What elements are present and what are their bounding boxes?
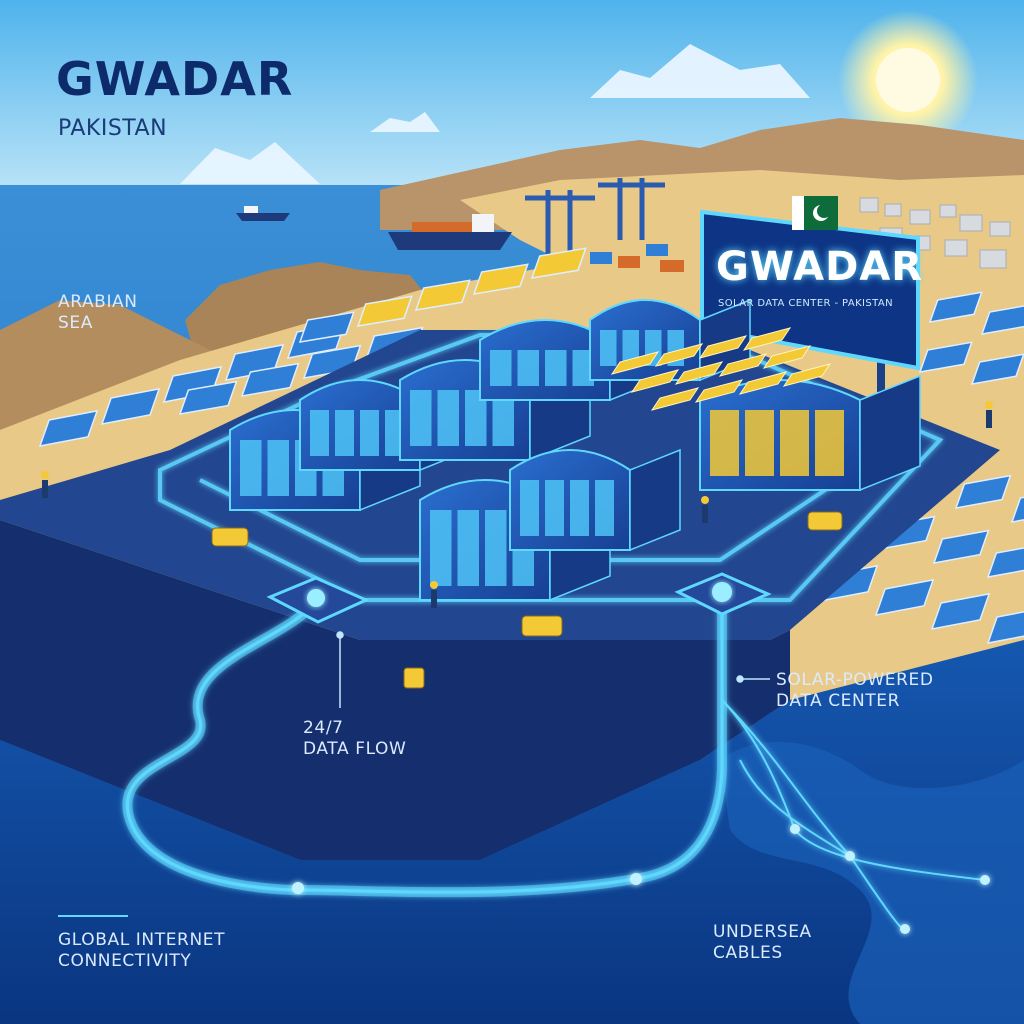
label-undersea-cables: UNDERSEA CABLES bbox=[713, 922, 812, 964]
sign-board bbox=[700, 209, 920, 392]
solar-panel-icon bbox=[356, 295, 413, 327]
label-global-connectivity: GLOBAL INTERNET CONNECTIVITY bbox=[58, 930, 225, 972]
label-rule bbox=[58, 915, 128, 917]
cloud-right bbox=[370, 44, 810, 132]
cargo-ship-icon bbox=[388, 214, 512, 250]
solar-panel-icon bbox=[240, 362, 300, 397]
label-line: GLOBAL INTERNET bbox=[58, 930, 226, 950]
containers bbox=[590, 244, 684, 272]
fiber-node-icon-right bbox=[674, 572, 772, 616]
solar-panel-icon bbox=[930, 592, 991, 630]
label-line: UNDERSEA bbox=[713, 922, 812, 942]
globe-landmass bbox=[720, 741, 1024, 1024]
page-subtitle: PAKISTAN bbox=[58, 116, 168, 141]
worker-icon bbox=[41, 401, 993, 608]
label-line: 24/7 bbox=[303, 718, 344, 738]
deep-sea bbox=[0, 640, 1024, 1024]
solar-panel-icon bbox=[980, 305, 1024, 335]
sign-subtitle: SOLAR DATA CENTER - PAKISTAN bbox=[718, 298, 893, 309]
solar-panel-icon bbox=[986, 547, 1024, 578]
label-line: DATA CENTER bbox=[776, 691, 901, 711]
fiber-node-icon bbox=[266, 576, 370, 624]
solar-panel-icon bbox=[38, 409, 99, 447]
sign-title: GWADAR bbox=[716, 244, 924, 290]
data-center-building bbox=[509, 448, 681, 552]
label-line: CONNECTIVITY bbox=[58, 951, 192, 971]
solar-panel-icon bbox=[932, 529, 990, 564]
sun-icon bbox=[838, 10, 978, 150]
platform-side bbox=[0, 520, 790, 860]
label-line: ARABIAN bbox=[58, 292, 138, 312]
solar-panel-icon bbox=[472, 263, 529, 295]
label-line: SEA bbox=[58, 313, 93, 333]
label-pointers bbox=[336, 631, 770, 708]
data-center-buildings bbox=[229, 298, 921, 602]
label-arabian-sea: ARABIAN SEA bbox=[58, 292, 138, 334]
solar-panel-icon bbox=[874, 578, 935, 616]
vehicle-icon bbox=[211, 511, 843, 689]
page-title: GWADAR bbox=[56, 52, 294, 106]
label-line: SOLAR-POWERED bbox=[776, 670, 934, 690]
pakistan-flag-icon bbox=[792, 196, 838, 230]
label-solar-powered: SOLAR-POWERED DATA CENTER bbox=[776, 670, 934, 712]
solar-panel-icon bbox=[178, 380, 238, 415]
cable-nodes bbox=[292, 824, 990, 934]
label-line: CABLES bbox=[713, 943, 783, 963]
solar-panel-icon bbox=[298, 311, 355, 343]
solar-panel-icon bbox=[100, 387, 161, 425]
data-center-building bbox=[699, 374, 921, 492]
solar-panel-icon bbox=[414, 279, 471, 311]
cloud-left bbox=[180, 142, 320, 184]
solar-panel-icon bbox=[986, 611, 1024, 644]
small-ship-icon bbox=[236, 206, 290, 221]
solar-panel-icon bbox=[530, 247, 587, 279]
cliff bbox=[185, 262, 430, 360]
rooftop-solar-array bbox=[610, 327, 832, 411]
label-data-flow: 24/7 DATA FLOW bbox=[303, 718, 406, 760]
solar-panel-icon bbox=[1010, 496, 1024, 523]
solar-panel-icon bbox=[918, 341, 973, 373]
crane-icon bbox=[525, 178, 665, 255]
solar-panel-icon bbox=[928, 291, 983, 323]
label-line: DATA FLOW bbox=[303, 739, 407, 759]
solar-panel-icon bbox=[954, 474, 1012, 509]
